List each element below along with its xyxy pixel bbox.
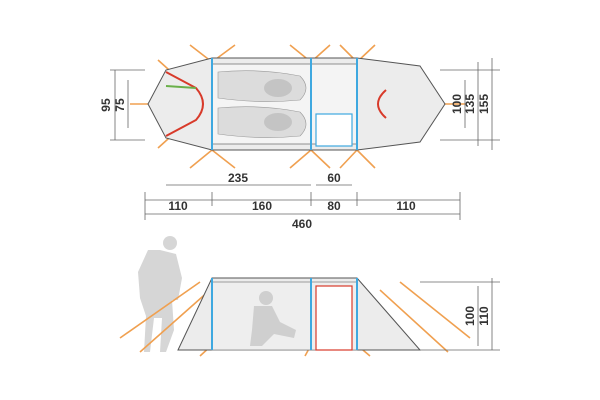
dim-vestibule-front: 110	[168, 199, 188, 213]
sleeping-pads	[217, 70, 307, 138]
dim-sleeping-length: 235	[228, 171, 248, 185]
dim-right-width-mid: 135	[463, 94, 477, 114]
side-dimensions	[420, 278, 500, 351]
dim-inner-height: 100	[463, 306, 477, 326]
pole-red-right	[377, 89, 387, 119]
pole-red-left	[165, 71, 204, 137]
side-view	[119, 236, 471, 357]
side-guy-lines	[119, 281, 471, 357]
dim-left-width-outer: 95	[99, 98, 113, 112]
sitting-person-icon	[250, 291, 296, 346]
dim-vestibule-rear: 110	[396, 199, 416, 213]
dim-middle-length: 80	[327, 199, 341, 213]
dim-outer-height: 110	[477, 306, 491, 326]
pole-green	[165, 85, 197, 89]
top-view	[130, 44, 465, 169]
dim-door-width: 60	[327, 171, 341, 185]
dim-inner-length: 160	[252, 199, 272, 213]
top-door	[315, 113, 353, 147]
dim-total-length: 460	[292, 217, 312, 231]
dim-right-width-inner: 100	[450, 94, 464, 114]
top-guy-lines	[130, 44, 465, 169]
side-door	[315, 285, 353, 351]
dim-right-width-outer: 155	[477, 94, 491, 114]
dim-left-width-inner: 75	[113, 98, 127, 112]
standing-person-icon	[138, 236, 182, 352]
top-dimensions	[110, 58, 500, 220]
